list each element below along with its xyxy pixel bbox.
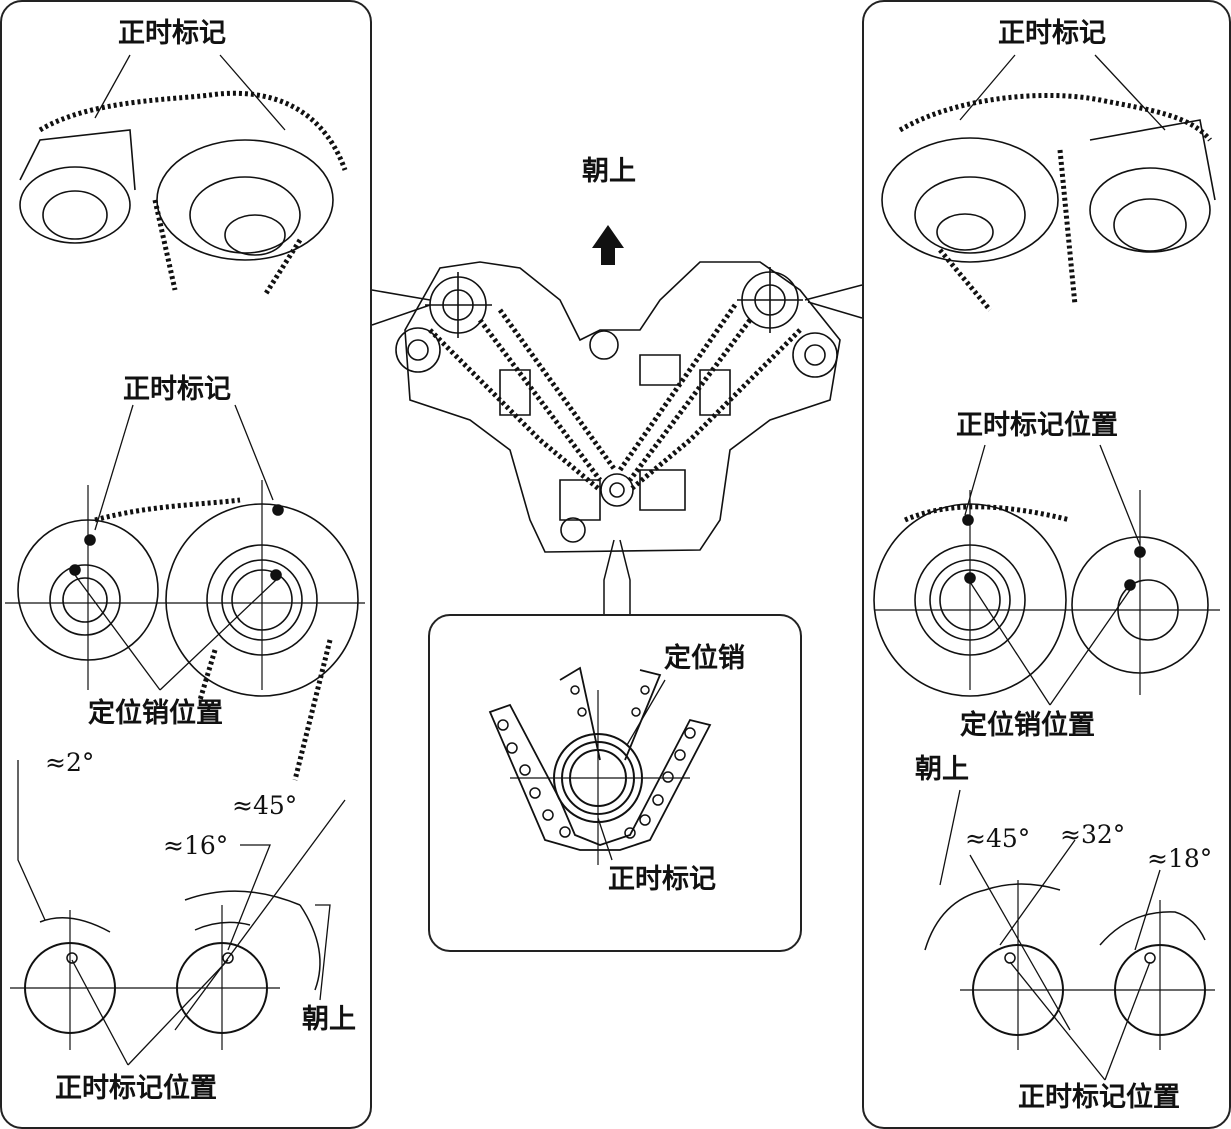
- left-panel: [0, 0, 372, 1129]
- left-angle-2: ≈2°: [45, 748, 95, 777]
- crank-sprocket-detail: [490, 668, 710, 865]
- right-angle-45: ≈45°: [965, 824, 1031, 853]
- center-inset-panel: [428, 614, 802, 952]
- left-mid-timing-mark: 正时标记: [123, 374, 231, 405]
- right-top-timing-mark: 正时标记: [998, 18, 1106, 49]
- right-up-label: 朝上: [915, 754, 969, 785]
- left-angle-16: ≈16°: [163, 831, 229, 860]
- left-angle-diagram: [10, 760, 345, 1065]
- up-arrow-icon: [592, 225, 624, 265]
- right-mid-timing-mark-position: 正时标记位置: [956, 410, 1118, 441]
- left-angle-45: ≈45°: [232, 791, 298, 820]
- left-mid-sprockets: [5, 405, 365, 780]
- right-mark-position: 正时标记位置: [1018, 1082, 1180, 1113]
- right-angle-18: ≈18°: [1147, 844, 1213, 873]
- left-pin-position: 定位销位置: [88, 698, 223, 729]
- center-up-label: 朝上: [582, 156, 636, 187]
- left-up-label: 朝上: [302, 1004, 356, 1035]
- engine-front-view: [396, 262, 840, 552]
- left-mark-position: 正时标记位置: [55, 1073, 217, 1104]
- connector-lines: [372, 285, 862, 614]
- right-mid-sprockets: [874, 445, 1220, 705]
- right-angle-32: ≈32°: [1060, 820, 1126, 849]
- left-top-sprockets: [20, 55, 345, 295]
- engine-timing-chains: [430, 305, 800, 490]
- inset-pin-label: 定位销: [664, 643, 745, 674]
- left-top-timing-mark: 正时标记: [118, 18, 226, 49]
- right-panel: [862, 0, 1231, 1129]
- right-angle-diagram: [925, 790, 1215, 1080]
- inset-mark-label: 正时标记: [608, 864, 716, 895]
- right-pin-position: 定位销位置: [960, 710, 1095, 741]
- right-top-sprockets: [882, 55, 1215, 310]
